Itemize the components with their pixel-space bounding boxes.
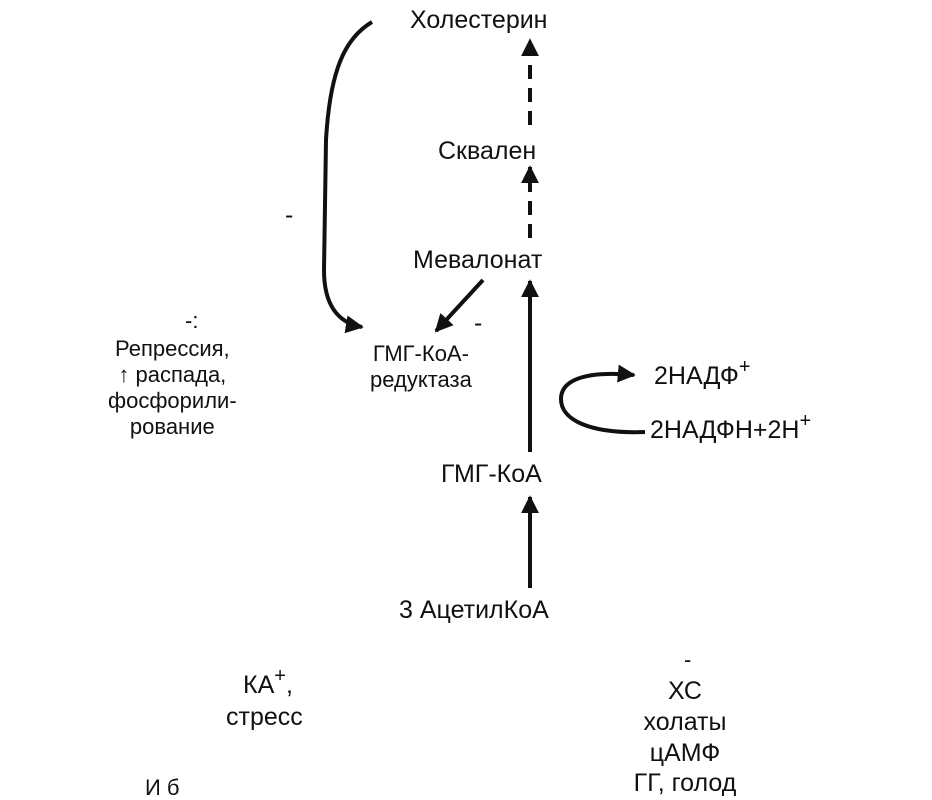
mevalonate-label: Мевалонат	[413, 246, 543, 274]
squalene-label: Сквален	[438, 137, 537, 165]
nadph-text: 2НАДФН+2Н	[650, 416, 800, 444]
cholesterol-label: Холестерин	[410, 6, 548, 34]
ka-charge: +	[274, 665, 286, 687]
mevalonate-minus-sign: -	[474, 309, 483, 337]
inhibitor-item: ХС	[668, 677, 702, 705]
bottom-right-minus-sign: -	[684, 647, 692, 672]
acetylcoa-label: 3 АцетилКоА	[399, 596, 549, 624]
nadp-text: 2НАДФ	[654, 362, 739, 390]
activator-stress: стресс	[226, 703, 303, 731]
nadph-label: 2НАДФН+2Н+	[650, 411, 811, 445]
left-minus-colon: -:	[185, 308, 199, 333]
feedback-minus-sign: -	[285, 201, 294, 229]
note-line-2-text: распада,	[135, 361, 227, 387]
inhibitor-item: ГГ, голод	[633, 769, 737, 798]
nadph-charge: +	[799, 410, 812, 432]
note-line-1: Репрессия,	[115, 336, 230, 361]
ka-comma: ,	[285, 671, 293, 699]
inhibitor-item: цАМФ	[649, 738, 721, 767]
inhibition-note: Репрессия, ↑ распада, фосфорили- рование	[108, 336, 237, 440]
hmgcoa-reductase-label: ГМГ-КоА- редуктаза	[370, 341, 472, 393]
mevalonate-to-reductase-arrow	[434, 278, 485, 333]
footer-fragment: И б	[145, 775, 180, 800]
nadp-charge: +	[738, 356, 751, 378]
nadph-to-nadp-cycle-arrow	[558, 364, 646, 435]
ka-text: КА	[243, 671, 275, 699]
note-line-4: рование	[129, 413, 215, 439]
reductase-line-2: редуктаза	[370, 366, 472, 392]
inhibitor-item: холаты	[643, 707, 727, 736]
activator-ka: КА+,	[243, 666, 293, 700]
up-arrow-icon: ↑	[118, 361, 130, 387]
reductase-line-1: ГМГ-КоА-	[372, 341, 469, 366]
cholesterol-feedback-arrow	[321, 20, 374, 334]
note-line-2: ↑ распада,	[108, 362, 237, 388]
note-line-3: фосфорили-	[108, 387, 237, 413]
inhibitors-list: ХС холаты цАМФ ГГ, голод	[595, 676, 775, 799]
hmgcoa-label: ГМГ-КоА	[441, 460, 542, 488]
nadp-label: 2НАДФ+	[654, 357, 751, 391]
